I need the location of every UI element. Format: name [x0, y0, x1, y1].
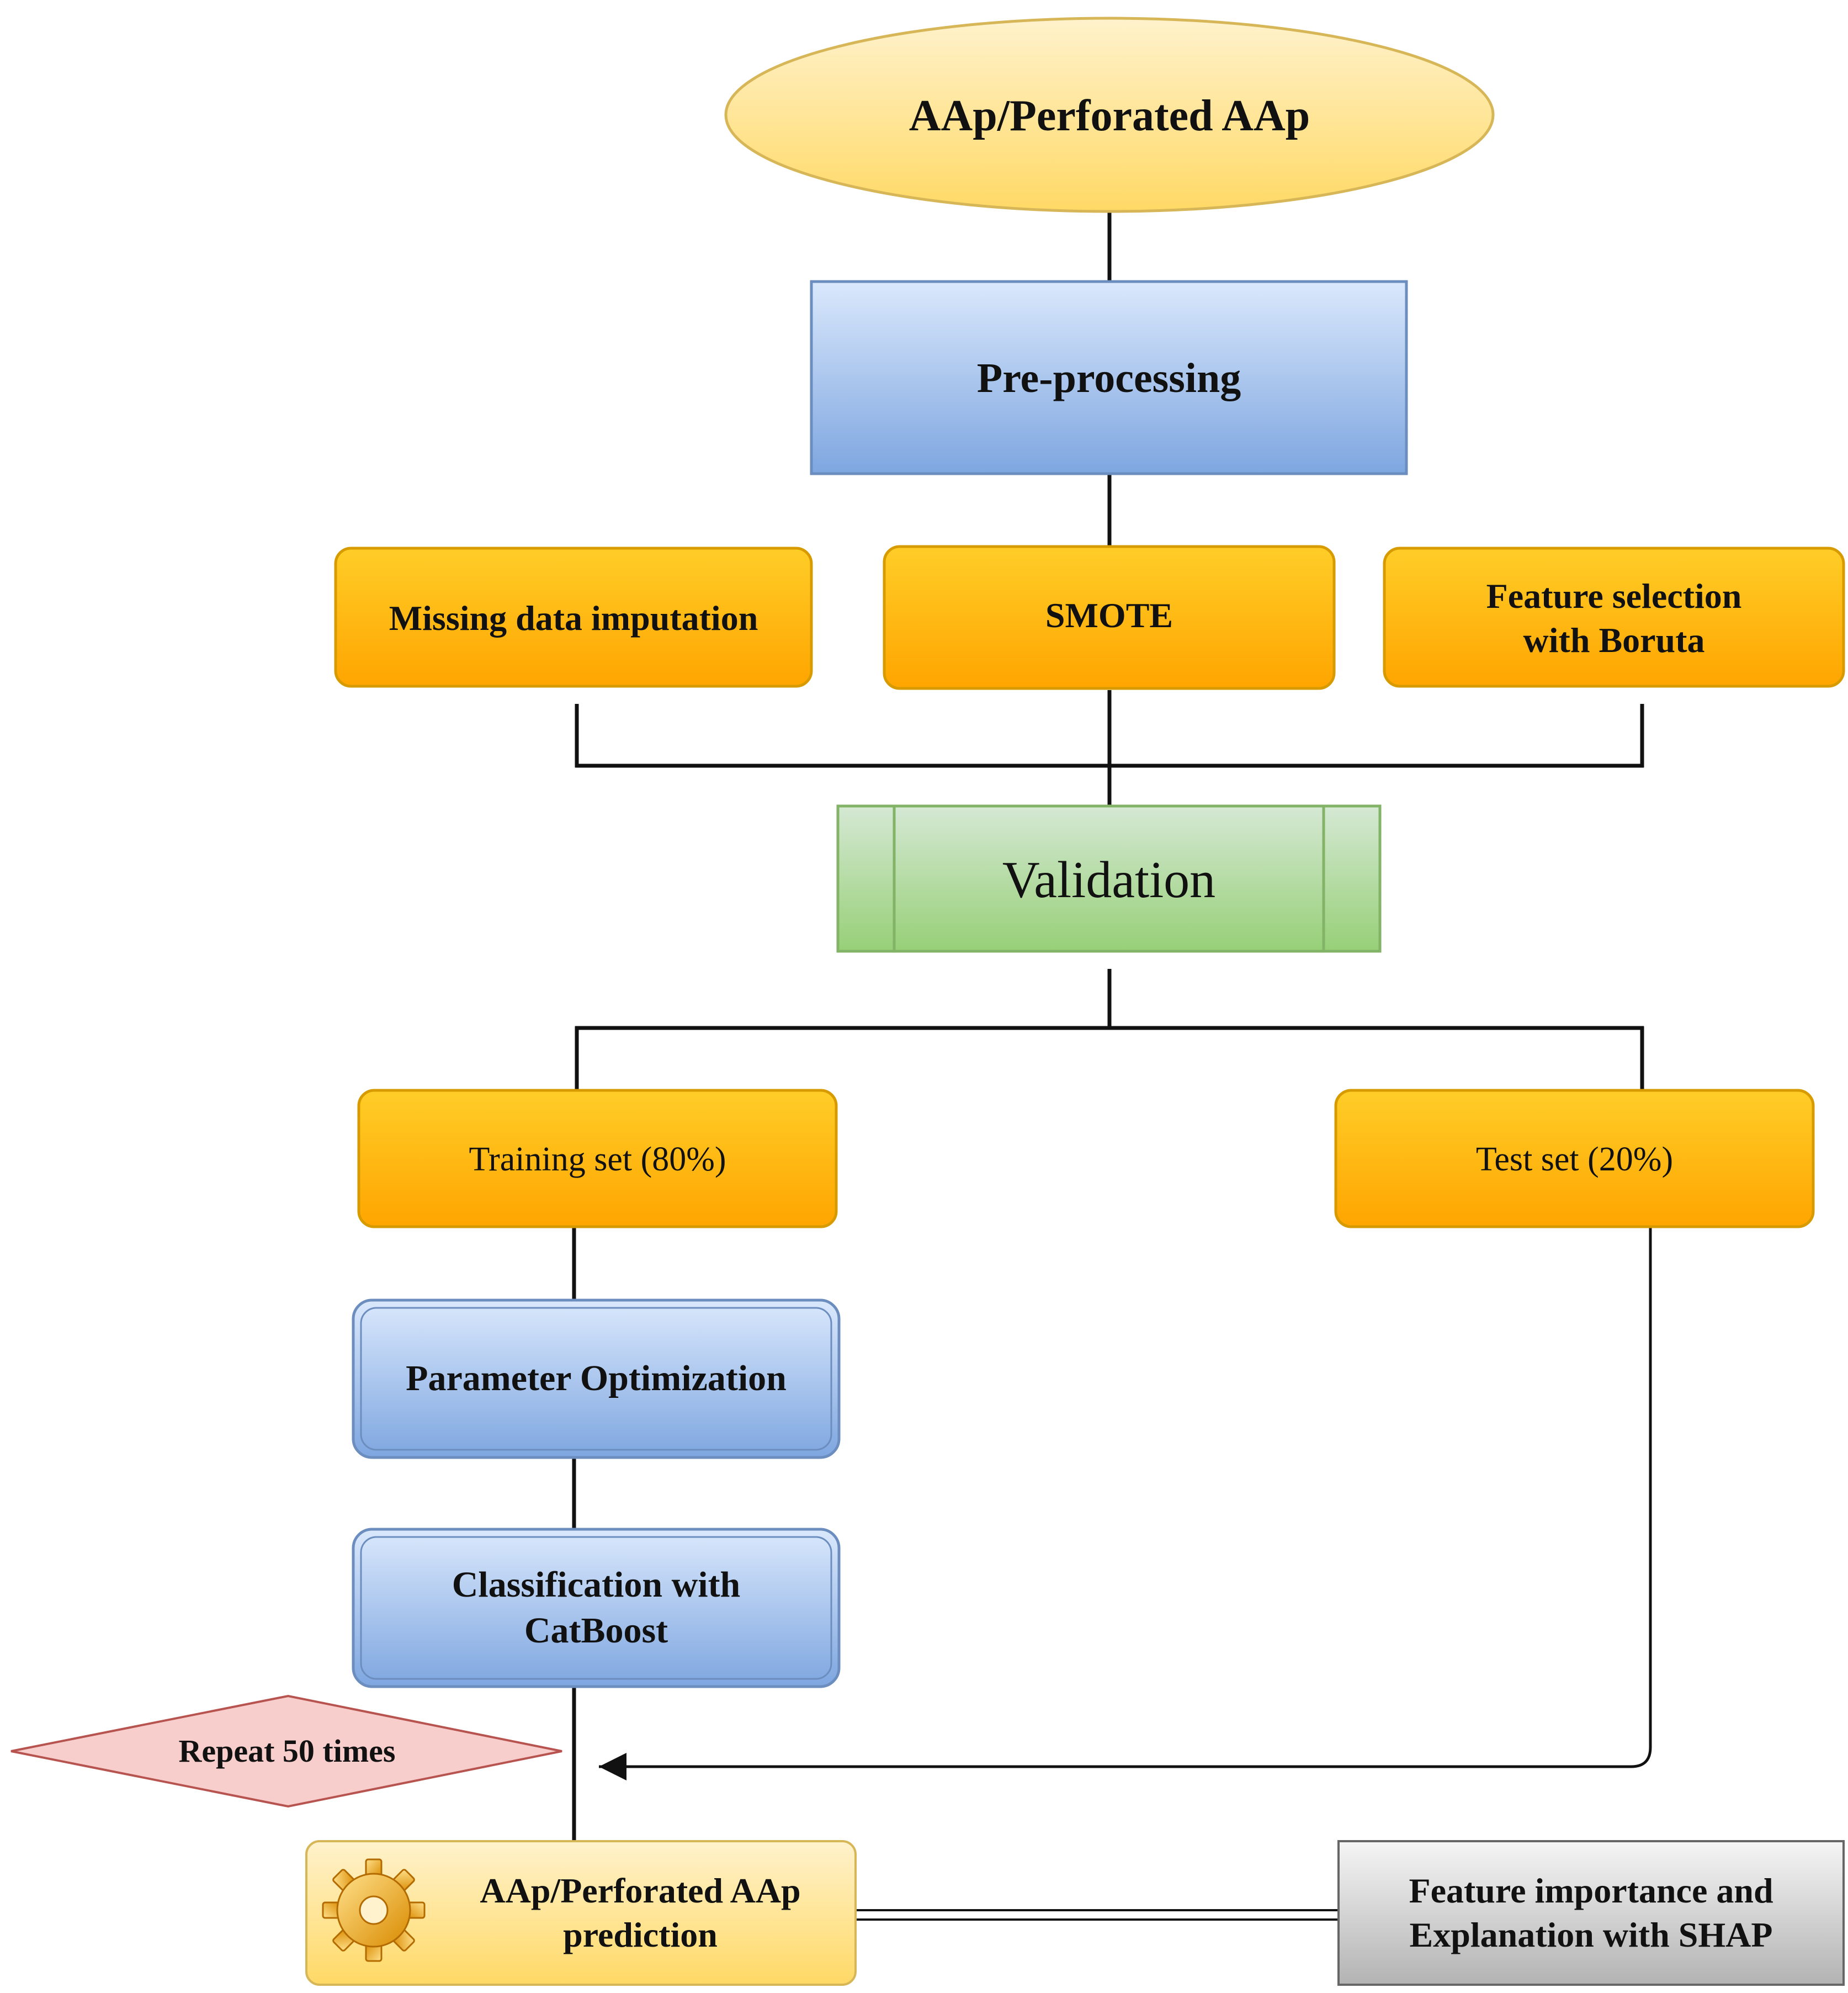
shap-label: Feature importance and Explanation with …: [1409, 1871, 1773, 1954]
test-box: [1334, 1089, 1815, 1228]
repeat-diamond: [10, 1694, 562, 1808]
repeat-label: Repeat 50 times: [178, 1733, 396, 1769]
start-label: AAp/Perforated AAp: [909, 92, 1310, 140]
gear-icon: [322, 1858, 426, 1962]
feature-selection-label: Feature selection with Boruta: [1486, 576, 1742, 660]
feature-selection-box: [1383, 547, 1845, 688]
prediction-label: AAp/Perforated AAp prediction: [480, 1871, 801, 1954]
classification-box: [352, 1528, 841, 1688]
smote-label: SMOTE: [1045, 596, 1173, 635]
param-opt-label: Parameter Optimization: [406, 1358, 787, 1399]
shap-box: [1337, 1840, 1845, 1986]
start-ellipse: [724, 17, 1495, 213]
prediction-box: [305, 1840, 857, 1986]
classification-label: Classification with CatBoost: [452, 1565, 741, 1651]
validation-process-box: [836, 804, 1382, 953]
smote-box: [883, 545, 1336, 690]
imputation-label: Missing data imputation: [389, 598, 758, 638]
preprocessing-box: [810, 280, 1408, 475]
edge-test-to-prediction-arrow: [599, 1227, 1652, 1780]
imputation-box: [334, 547, 813, 688]
connectors: [572, 210, 1652, 1921]
training-label: Training set (80%): [469, 1140, 726, 1178]
validation-label: Validation: [1002, 851, 1216, 909]
training-box: [357, 1089, 838, 1228]
param-opt-box: [352, 1298, 841, 1459]
test-label: Test set (20%): [1475, 1140, 1674, 1178]
preprocessing-label: Pre-processing: [976, 354, 1241, 401]
